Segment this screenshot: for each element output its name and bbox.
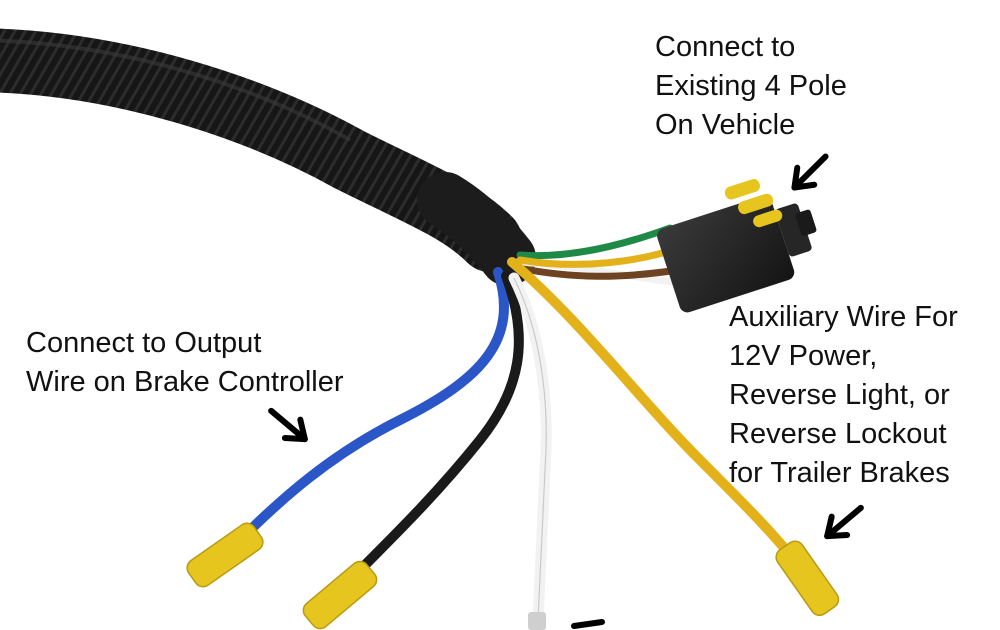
butt-connector-black	[302, 560, 378, 630]
brown-wire	[514, 264, 694, 280]
four-pole-connector	[657, 179, 817, 313]
label-line: Auxiliary Wire For	[729, 301, 958, 333]
blue-wire	[235, 267, 509, 545]
black-wire	[355, 271, 524, 575]
arrow-down-right-icon	[268, 407, 308, 443]
arrow-down-left-icon	[791, 153, 829, 191]
label-line: Wire on Brake Controller	[26, 366, 344, 398]
label-line: Connect to	[655, 31, 796, 63]
white-wire-terminal	[528, 612, 546, 630]
label-connect-brake-controller: Connect to Output Wire on Brake Controll…	[26, 324, 344, 402]
label-line: 12V Power,	[729, 340, 878, 372]
white-wire-outline	[513, 277, 547, 621]
green-wire	[516, 224, 674, 260]
arrow-down-left-icon	[824, 504, 864, 540]
yellow-wire	[507, 257, 795, 560]
tape-wrap	[417, 172, 536, 286]
label-line: Connect to Output	[26, 327, 262, 359]
conduit-highlight	[0, 38, 352, 142]
label-connect-existing-4-pole: Connect to Existing 4 Pole On Vehicle	[655, 28, 847, 145]
arrow-icon	[571, 619, 605, 629]
label-line: On Vehicle	[655, 109, 796, 141]
butt-connector-blue	[186, 522, 264, 588]
label-line: for Trailer Brakes	[729, 457, 950, 489]
label-line: Reverse Light, or	[729, 379, 950, 411]
label-line: Reverse Lockout	[729, 418, 947, 450]
label-auxiliary-wire: Auxiliary Wire For 12V Power, Reverse Li…	[729, 298, 958, 493]
label-line: Existing 4 Pole	[655, 70, 847, 102]
corrugated-conduit	[0, 28, 522, 272]
butt-connector-yellow	[775, 540, 840, 617]
